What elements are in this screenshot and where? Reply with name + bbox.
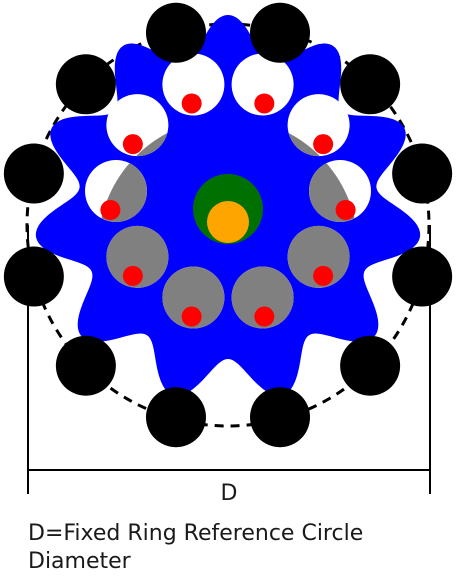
output-hole	[162, 53, 225, 116]
output-pin	[122, 134, 143, 155]
output-pin	[181, 93, 202, 114]
dimension-label: D	[221, 481, 238, 500]
output-hole	[231, 53, 294, 116]
output-pin	[122, 265, 143, 286]
output-pin	[335, 200, 356, 220]
fixed-ring-pin	[145, 2, 206, 63]
output-pin	[181, 306, 202, 327]
output-pin	[313, 265, 334, 286]
output-pin	[254, 306, 275, 327]
fixed-ring-pin	[392, 143, 453, 204]
input-shaft	[207, 201, 249, 243]
output-hole	[287, 94, 350, 157]
fixed-ring-pin	[250, 387, 311, 448]
output-pin	[254, 93, 275, 114]
fixed-ring-pin	[3, 143, 64, 204]
dimension-d: D	[27, 225, 431, 500]
output-pin	[313, 134, 334, 155]
fixed-ring-pins	[3, 2, 453, 448]
fixed-ring-pin	[145, 387, 206, 448]
fixed-ring-pin	[340, 335, 401, 396]
fixed-ring-pin	[3, 246, 64, 307]
fixed-ring-pin	[55, 335, 116, 396]
caption-line-2: Diameter	[28, 549, 131, 574]
fixed-ring-pin	[55, 54, 116, 115]
output-pin	[100, 200, 121, 220]
fixed-ring-pin	[392, 246, 453, 307]
output-pins	[100, 93, 356, 327]
caption-line-1: D=Fixed Ring Reference Circle	[28, 521, 364, 546]
fixed-ring-pin	[250, 2, 311, 63]
cycloidal-drive-diagram: D	[3, 2, 453, 500]
output-hole	[106, 94, 169, 157]
caption: D=Fixed Ring Reference Circle Diameter	[28, 520, 448, 576]
fixed-ring-pin	[340, 54, 401, 115]
